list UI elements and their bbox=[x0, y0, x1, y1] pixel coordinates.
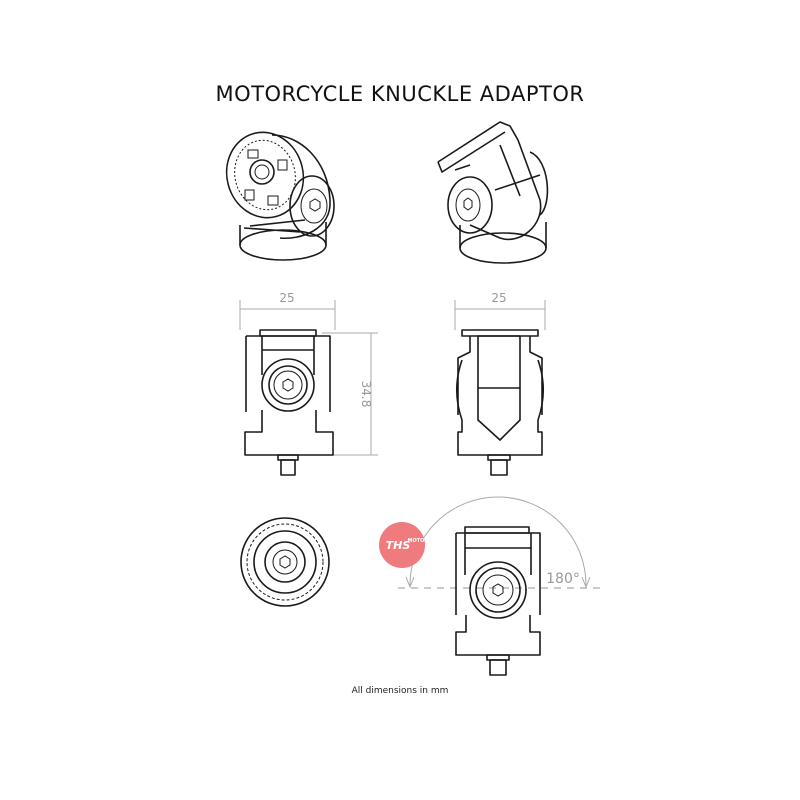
isometric-view-mount-face bbox=[225, 131, 335, 261]
page-title: MOTORCYCLE KNUCKLE ADAPTOR bbox=[215, 82, 585, 106]
svg-text:THS: THS bbox=[386, 539, 411, 552]
svg-text:MOTO: MOTO bbox=[408, 538, 425, 544]
gear-face-view bbox=[240, 517, 330, 607]
side-view bbox=[454, 300, 546, 476]
front-view bbox=[239, 300, 378, 476]
isometric-view-side bbox=[437, 121, 549, 264]
dimensions-footnote: All dimensions in mm bbox=[351, 686, 449, 696]
ths-moto-logo: THS MOTO bbox=[379, 522, 425, 568]
rotation-angle-label: 180° bbox=[546, 571, 580, 587]
height-dimension: 34.8 bbox=[359, 381, 373, 408]
width-dimension-right: 25 bbox=[491, 291, 506, 305]
width-dimension-left: 25 bbox=[279, 291, 294, 305]
rotation-view bbox=[398, 496, 600, 676]
